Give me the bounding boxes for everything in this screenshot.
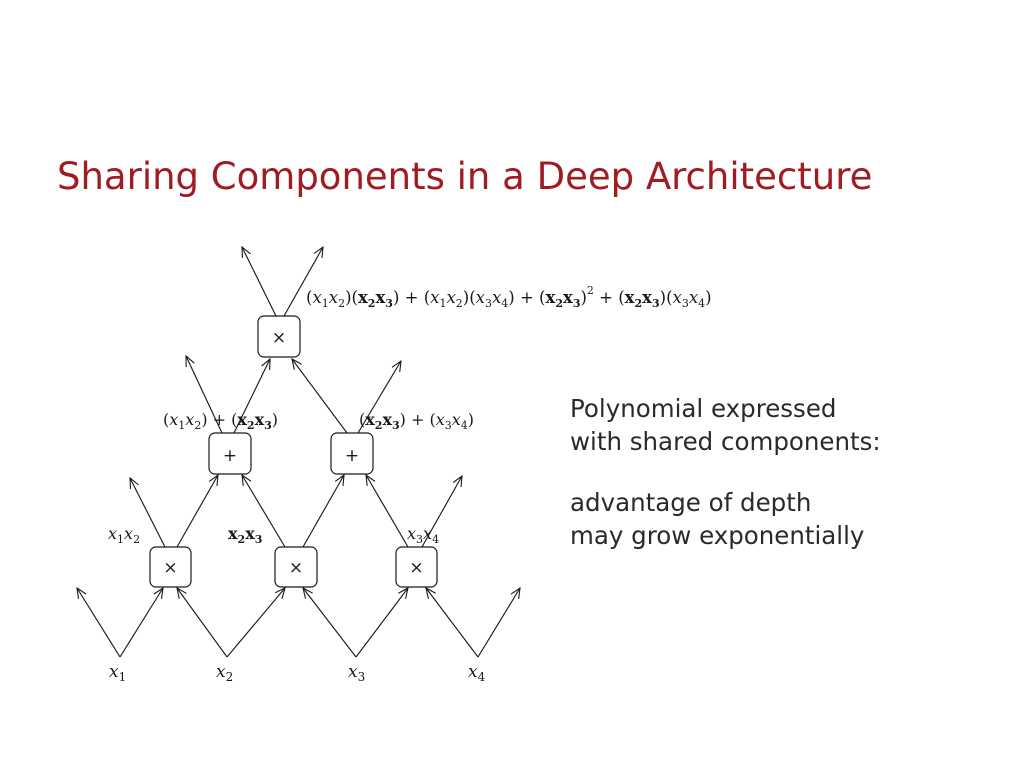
- input-label-x2: x2: [216, 662, 233, 684]
- svg-text:+: +: [345, 446, 359, 466]
- diagram-edges: [77, 247, 520, 658]
- edge-add1-to-top: [233, 359, 270, 434]
- edge-add2-outgoing: [357, 361, 401, 434]
- edge-mult3-outgoing: [421, 476, 462, 548]
- depth-advantage-note: advantage of depth may grow exponentiall…: [570, 486, 864, 552]
- svg-text:×: ×: [409, 558, 423, 578]
- edge-mult3-to-add2: [366, 475, 409, 548]
- label-x2x3: x2x3: [228, 524, 262, 546]
- text-line: with shared components:: [570, 427, 881, 456]
- input-label-x1: x1: [109, 662, 126, 684]
- edge-x1-outgoing: [77, 588, 121, 658]
- polynomial-description: Polynomial expressed with shared compone…: [570, 392, 881, 458]
- edge-mult1-to-add1: [176, 475, 218, 548]
- add-node-2: +: [330, 432, 374, 475]
- top-multiply-node: ×: [257, 315, 301, 358]
- edge-mult1-outgoing: [130, 478, 166, 548]
- slide-title: Sharing Components in a Deep Architectur…: [57, 155, 873, 198]
- label-x1x2: x1x2: [108, 524, 140, 546]
- label-top-polynomial: (x1x2)(x2x3) + (x1x2)(x3x4) + (x2x3)2 + …: [306, 284, 712, 310]
- edge-add2-to-top: [292, 359, 348, 434]
- text-line: advantage of depth: [570, 488, 812, 517]
- edge-x3-to-mult3: [355, 588, 408, 658]
- edge-x2-to-mult1: [177, 588, 228, 658]
- svg-text:×: ×: [272, 328, 286, 348]
- svg-text:+: +: [223, 446, 237, 466]
- label-add1-output: (x1x2) + (x2x3): [163, 410, 278, 432]
- multiply-node-2: ×: [274, 546, 318, 588]
- multiply-node-3: ×: [395, 546, 438, 588]
- edge-mult2-to-add1: [242, 475, 286, 548]
- label-add2-output: (x2x3) + (x3x4): [359, 410, 474, 432]
- edge-x2-to-mult2: [226, 588, 285, 658]
- multiply-node-1: ×: [149, 546, 192, 588]
- svg-text:×: ×: [163, 558, 177, 578]
- edge-x4-outgoing: [477, 588, 520, 658]
- input-label-x4: x4: [468, 662, 486, 684]
- text-line: Polynomial expressed: [570, 394, 837, 423]
- edge-top-output-left: [242, 247, 277, 317]
- edge-add1-outgoing: [186, 356, 223, 434]
- edge-x3-to-mult2: [303, 588, 357, 658]
- input-label-x3: x3: [348, 662, 365, 684]
- edge-top-output-right: [283, 247, 323, 317]
- edge-x1-to-mult1: [119, 588, 163, 658]
- svg-text:×: ×: [289, 558, 303, 578]
- add-node-1: +: [208, 432, 252, 475]
- edge-mult2-to-add2: [302, 475, 344, 548]
- edge-x4-to-mult3: [426, 588, 479, 658]
- label-x3x4: x3x4: [407, 524, 439, 546]
- text-line: may grow exponentially: [570, 521, 865, 550]
